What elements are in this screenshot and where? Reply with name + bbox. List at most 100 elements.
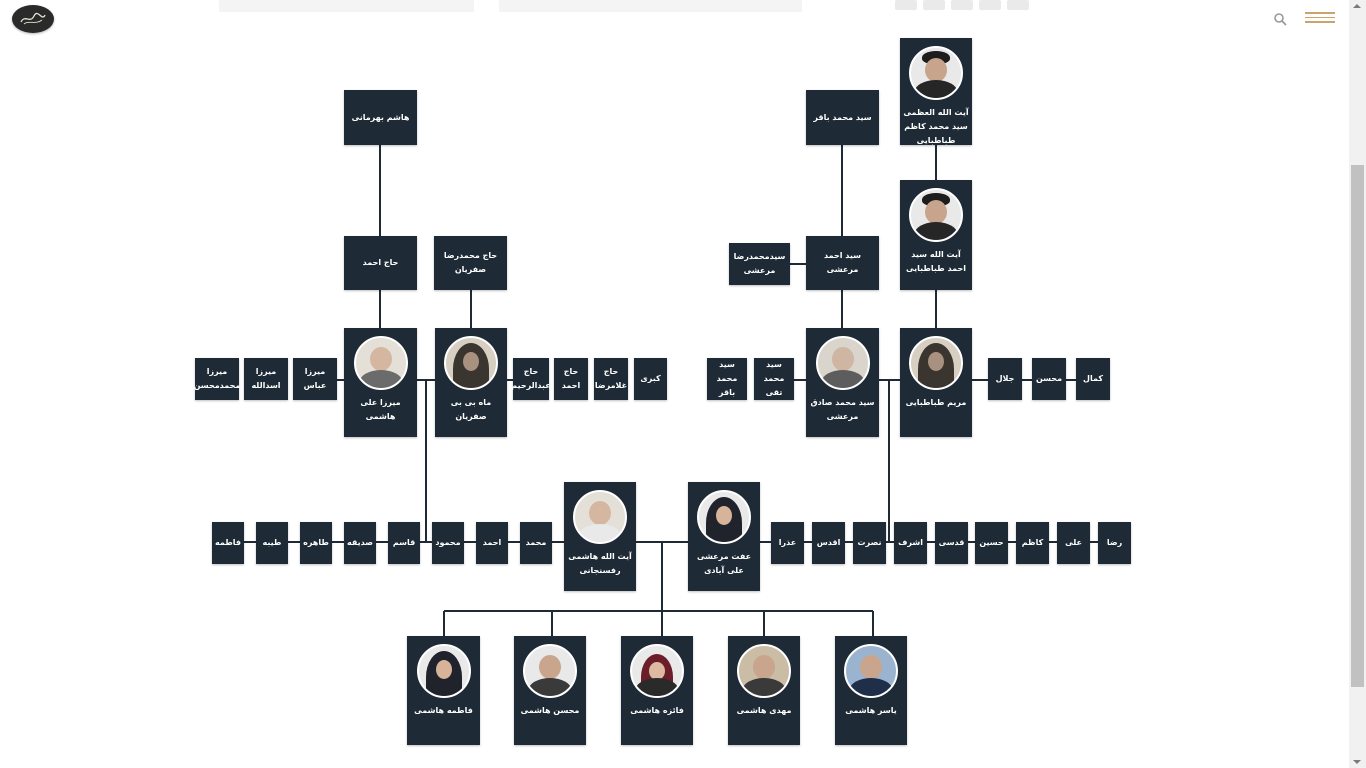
node-child-faezeh-hashemi[interactable]: فائزه هاشمی (621, 636, 693, 745)
node-label: طیبه (262, 538, 282, 547)
youtube-icon[interactable] (1007, 0, 1029, 10)
node-seyed-ahmad-marashi[interactable]: سید احمد مرعشی (806, 236, 879, 290)
node-sibling[interactable]: محمود (432, 522, 464, 564)
node-child-fatemeh-hashemi[interactable]: فاطمه هاشمی (407, 636, 480, 745)
node-label: ماه بی بی صفریان (450, 398, 492, 421)
node-label: عفت مرعشی علی آبادی (696, 552, 752, 575)
node-sibling[interactable]: رضا (1098, 522, 1131, 564)
node-ayatollah-hashemi-rafsanjani[interactable]: آیت الله هاشمی رفسنجانی (564, 482, 636, 591)
node-sibling[interactable]: حسین (975, 522, 1008, 564)
node-child-yaser-hashemi[interactable]: یاسر هاشمی (835, 636, 907, 745)
node-seyed-mohammad-sadegh-marashi[interactable]: سید محمد صادق مرعشی (806, 328, 879, 437)
node-label: سید محمد باقر (813, 112, 872, 122)
telegram-icon[interactable] (923, 0, 945, 10)
portrait-photo (909, 336, 963, 390)
node-jalal[interactable]: جلال (988, 358, 1022, 400)
node-hashem-bahremani[interactable]: هاشم بهرمانی (344, 90, 417, 145)
node-maryam-tabatabaei[interactable]: مریم طباطبایی (900, 328, 972, 437)
node-label: حاج احمد (362, 258, 399, 267)
node-mah-bibi-safarian[interactable]: ماه بی بی صفریان (435, 328, 507, 437)
node-seyed-mohammad-taghi[interactable]: سید محمد تقی (754, 358, 794, 400)
node-seyed-mohammad-bagher-sibling[interactable]: سید محمد باقر (707, 358, 747, 400)
node-sibling[interactable]: عذرا (771, 522, 804, 564)
node-label: آیت الله سید احمد طباطبایی (906, 250, 966, 273)
node-label: یاسر هاشمی (845, 706, 897, 715)
node-sibling[interactable]: قاسم (388, 522, 420, 564)
node-haj-mohammadreza-safarian[interactable]: حاج محمدرضا صفریان (434, 236, 507, 290)
node-sibling[interactable]: طاهره (300, 522, 332, 564)
node-sibling[interactable]: طیبه (256, 522, 288, 564)
node-kamal[interactable]: کمال (1076, 358, 1110, 400)
node-child-mohsen-hashemi[interactable]: محسن هاشمی (514, 636, 586, 745)
node-label: فاطمه هاشمی (414, 706, 473, 715)
node-haj-abdolrahim[interactable]: حاج عبدالرحیم (511, 358, 551, 400)
node-child-mehdi-hashemi[interactable]: مهدی هاشمی (728, 636, 800, 745)
node-mohsen-sibling[interactable]: محسن (1032, 358, 1066, 400)
node-label: محمود (435, 538, 461, 547)
portrait-photo (630, 644, 684, 698)
node-seyed-mohammad-bagher[interactable]: سید محمد باقر (806, 90, 879, 145)
node-haj-ahmad[interactable]: حاج احمد (344, 236, 417, 290)
node-sibling[interactable]: محمد (520, 522, 552, 564)
node-mirza-abbas[interactable]: میرزا عباس (293, 358, 337, 400)
node-label: جلال (995, 374, 1015, 383)
vertical-scrollbar[interactable] (1349, 0, 1366, 768)
node-sibling[interactable]: احمد (476, 522, 508, 564)
node-label: رضا (1106, 538, 1123, 547)
search-icon[interactable] (1273, 12, 1287, 26)
node-sibling[interactable]: کاظم (1016, 522, 1049, 564)
node-sibling[interactable]: علی (1057, 522, 1090, 564)
node-label: علی (1065, 538, 1082, 547)
node-label: سید محمد صادق مرعشی (810, 398, 875, 421)
node-label: میرزا علی هاشمی (360, 398, 401, 421)
node-label: آیت الله هاشمی رفسنجانی (568, 552, 632, 575)
node-haj-ahmad-sibling[interactable]: حاج احمد (554, 358, 588, 400)
node-label: حاج غلامرضا (594, 367, 628, 390)
scroll-down-arrow-icon[interactable] (1353, 760, 1361, 764)
portrait-photo (523, 644, 577, 698)
node-ayatollah-ahmad-tabatabaei[interactable]: آیت الله سید احمد طباطبایی (900, 180, 972, 290)
node-label: کاظم (1021, 538, 1044, 547)
hamburger-menu-icon[interactable] (1305, 12, 1335, 26)
scrollbar-thumb[interactable] (1351, 165, 1364, 687)
node-label: میرزا اسدالله (251, 367, 281, 390)
node-kobra[interactable]: کبری (634, 358, 667, 400)
node-label: سید محمد تقی (763, 360, 785, 397)
node-mirza-ali-hashemi[interactable]: میرزا علی هاشمی (344, 328, 417, 437)
previous-section-strip (499, 0, 802, 12)
node-label: آیت الله العظمی سید محمد کاظم طباطبایی (903, 108, 969, 145)
node-label: طاهره (303, 538, 329, 547)
node-label: اقدس (816, 538, 841, 547)
node-mirza-mohammad-mohsen[interactable]: میرزا محمدمحسن (193, 358, 241, 400)
node-label: فائزه هاشمی (630, 706, 684, 715)
portrait-photo (697, 490, 751, 544)
instagram-icon[interactable] (951, 0, 973, 10)
node-sibling[interactable]: قدسی (935, 522, 968, 564)
node-sibling[interactable]: فاطمه (212, 522, 244, 564)
node-ayatollah-kazem-tabatabaei[interactable]: آیت الله العظمی سید محمد کاظم طباطبایی (900, 38, 972, 145)
twitter-icon[interactable] (979, 0, 1001, 10)
node-seyed-mohammadreza-marashi[interactable]: سیدمحمدرضا مرعشی (729, 243, 790, 285)
node-label: حاج عبدالرحیم (511, 367, 551, 390)
node-label: فاطمه (215, 538, 241, 547)
portrait-photo (416, 644, 471, 698)
scroll-up-arrow-icon[interactable] (1353, 4, 1361, 8)
node-sibling[interactable]: اشرف (894, 522, 927, 564)
portrait-photo (573, 490, 627, 544)
facebook-icon[interactable] (895, 0, 917, 10)
node-sibling[interactable]: صدیقه (344, 522, 376, 564)
social-links (895, 0, 1060, 12)
node-label: کبری (640, 374, 661, 383)
site-logo[interactable] (12, 5, 54, 33)
node-sibling[interactable]: نصرت (853, 522, 886, 564)
node-effat-marashi[interactable]: عفت مرعشی علی آبادی (688, 482, 760, 591)
node-label: میرزا محمدمحسن (193, 367, 241, 390)
node-label: احمد (482, 538, 502, 547)
node-haj-gholamreza[interactable]: حاج غلامرضا (594, 358, 628, 400)
node-sibling[interactable]: اقدس (812, 522, 845, 564)
portrait-photo (909, 46, 963, 100)
node-label: محسن (1035, 374, 1063, 383)
node-label: کمال (1083, 374, 1103, 383)
node-label: مهدی هاشمی (736, 706, 792, 715)
node-mirza-asadollah[interactable]: میرزا اسدالله (244, 358, 288, 400)
